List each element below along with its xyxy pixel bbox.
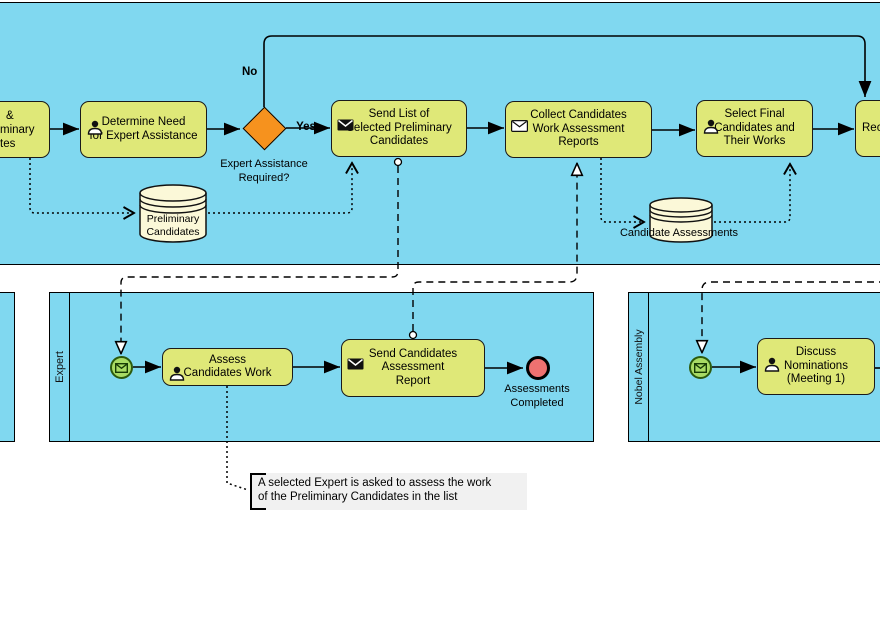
start-event-expert[interactable] [110,356,133,379]
task-send-list[interactable]: Send List of Selected Preliminary Candid… [331,100,467,157]
user-task-icon [86,106,104,139]
gateway-label: Expert Assistance Required? [220,158,308,184]
send-message-icon [347,344,364,374]
pool-expert-label: Expert [53,351,66,383]
task-determine-need-label: Determine Need for Expert Assistance [89,116,198,142]
task-discuss-nominations-label: Discuss Nominations (Meeting 1) [784,346,848,386]
datastore-candidate-assessments[interactable] [648,196,714,244]
task-partial-left-frag1: & [6,110,14,122]
start-event-nobel[interactable] [689,356,712,379]
task-assess-work-label: Assess Candidates Work [183,353,272,380]
task-partial-left[interactable]: & minary tes [0,101,50,158]
text-annotation[interactable]: A selected Expert is asked to assess the… [250,473,527,510]
pool-expert-label-band: Expert [50,293,70,441]
user-task-icon [168,352,186,385]
task-select-final-label: Select Final Candidates and Their Works [714,108,795,148]
task-collect-reports[interactable]: Collect Candidates Work Assessment Repor… [505,101,652,158]
message-start-icon [115,362,128,373]
pool-nobel-label: Nobel Assembly [632,329,645,405]
send-message-icon [337,105,354,135]
task-select-final[interactable]: Select Final Candidates and Their Works [696,100,813,157]
task-assess-work[interactable]: Assess Candidates Work [162,348,293,386]
user-task-icon [763,343,781,376]
gateway-yes-label: Yes [296,121,316,133]
task-send-assessment-report[interactable]: Send Candidates Assessment Report [341,339,485,397]
message-start-icon [694,362,707,373]
end-event-assessments-completed[interactable] [526,356,550,380]
gateway-no-label: No [242,66,258,78]
task-discuss-nominations[interactable]: Discuss Nominations (Meeting 1) [757,338,875,395]
pool-left-partial[interactable] [0,292,15,442]
task-collect-reports-label: Collect Candidates Work Assessment Repor… [530,109,627,149]
task-partial-left-frag3: tes [0,138,16,150]
user-task-icon [702,105,720,138]
task-determine-need[interactable]: Determine Need for Expert Assistance [80,101,207,158]
task-send-assessment-report-label: Send Candidates Assessment Report [368,347,458,387]
task-partial-right-frag: Rec [862,122,880,134]
receive-message-icon [511,106,529,136]
datastore-assessments-label: Candidate Assessments [619,227,738,239]
end-event-label: Assessments Completed [504,383,570,409]
task-send-list-label: Send List of Selected Preliminary Candid… [346,108,452,148]
datastore-preliminary-label: Preliminary Candidates [146,213,200,238]
task-partial-right[interactable]: Rec [855,100,880,157]
pool-nobel-label-band: Nobel Assembly [629,293,649,441]
task-partial-left-frag2: minary [0,124,35,136]
